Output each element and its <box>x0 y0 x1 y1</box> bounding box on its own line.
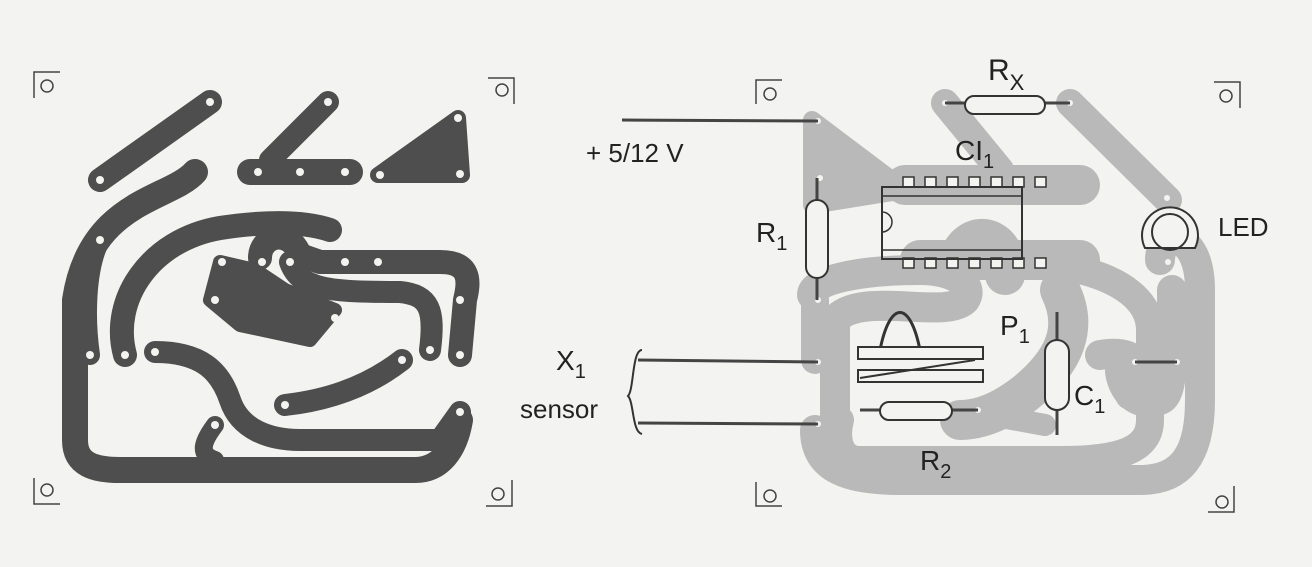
c1-label: C1 <box>1074 380 1105 418</box>
capacitor-c1 <box>1044 312 1070 435</box>
sensor-brace <box>626 349 643 435</box>
resistor-r1 <box>805 178 829 300</box>
r2-label: R2 <box>920 445 951 483</box>
sensor-label: sensor <box>520 394 598 424</box>
r1-label: R1 <box>756 217 787 255</box>
resistor-r2 <box>860 401 978 421</box>
led-label: LED <box>1218 212 1269 242</box>
ci1-label: CI1 <box>955 135 994 173</box>
rx-label: RX <box>988 54 1025 95</box>
p1-label: P1 <box>1000 310 1030 348</box>
resistor-rx <box>945 95 1070 115</box>
labels: + 5/12 V RX CI1 R1 LED P1 X1 sensor C1 R… <box>520 54 1269 483</box>
registration-marks <box>33 71 1241 513</box>
copper-side-board <box>62 90 480 483</box>
potentiometer-p1 <box>857 311 984 383</box>
x1-label: X1 <box>556 345 586 383</box>
supply-label: + 5/12 V <box>586 138 684 168</box>
led <box>1141 206 1199 251</box>
wires <box>621 118 1177 435</box>
component-side-board <box>621 89 1215 495</box>
ic-ci1 <box>881 176 1047 269</box>
